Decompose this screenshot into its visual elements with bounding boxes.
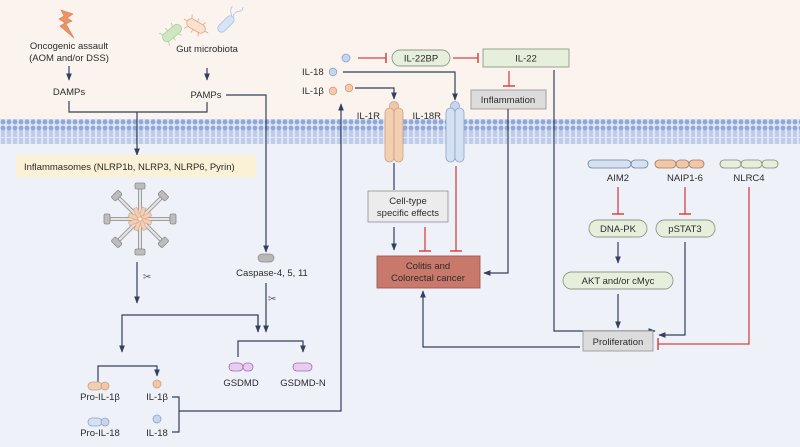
- gsdmd-label: GSDMD: [223, 378, 259, 389]
- pro-il18-label: Pro-IL-18: [80, 428, 120, 439]
- naip-icon: [654, 159, 705, 169]
- nlrc4-icon: [719, 159, 779, 169]
- arrow-proliferation-colitis: [420, 290, 580, 348]
- colitis-label-1: Colitis and: [406, 261, 450, 272]
- proliferation-label: Proliferation: [593, 337, 644, 348]
- oncogenic-assault-sublabel: (AOM and/or DSS): [29, 53, 109, 64]
- il18r-receptor-icon: [445, 101, 465, 163]
- cell-type-label-2: specific effects: [377, 208, 439, 219]
- green-bacterium-icon: [159, 22, 182, 46]
- il1r-label: IL-1R: [357, 111, 380, 122]
- arrow-pstat3-proliferation: [658, 242, 686, 338]
- nlrc4-label: NLRC4: [733, 173, 764, 184]
- gsdmd-icon: [228, 362, 254, 372]
- aim2-label: AIM2: [607, 173, 629, 184]
- inflammasome-complex-icon: [103, 182, 177, 256]
- dnapk-label: DNA-PK: [600, 224, 637, 235]
- il1b-ligand-icon: [328, 86, 338, 96]
- il22-label: IL-22: [515, 54, 537, 65]
- il22bp-label: IL-22BP: [404, 54, 438, 65]
- orange-bacterium-icon: [183, 14, 209, 37]
- pstat3-node: [655, 219, 716, 238]
- cell-type-label-1: Cell-type: [389, 196, 427, 207]
- colitis-crc-node: [376, 255, 481, 289]
- naip-label: NAIP1-6: [667, 173, 703, 184]
- gsdmd-n-icon: [292, 362, 313, 372]
- inflammation-label: Inflammation: [481, 95, 535, 106]
- caspase-label: Caspase-4, 5, 11: [236, 268, 308, 279]
- pro-il1b-icon: [87, 381, 110, 391]
- il1b-icon: [152, 379, 162, 389]
- damps-label: DAMPs: [53, 87, 85, 98]
- il1r-receptor-icon: [384, 101, 404, 163]
- colitis-label-2: Colorectal cancer: [391, 273, 465, 284]
- scissors-icon: ✂: [143, 272, 151, 283]
- il18r-label: IL-18R: [412, 111, 441, 122]
- pro-il1b-label: Pro-IL-1β: [80, 392, 120, 403]
- gsdmd-n-label: GSDMD-N: [280, 378, 326, 389]
- il18-ligand-icon: [328, 67, 338, 77]
- il1b-ligand-icon-2: [344, 83, 354, 93]
- inflammasome-band: [16, 155, 256, 177]
- gut-microbiota-label: Gut microbiota: [176, 44, 238, 55]
- il1b-ligand-label: IL-1β: [302, 86, 324, 97]
- pro-il18-icon: [87, 417, 110, 427]
- il22bp-node: [391, 49, 451, 67]
- akt-cmyc-node: [562, 271, 674, 290]
- inhibit-nlrc4-proliferation: [658, 187, 750, 345]
- il22bp-ligand-icon: [341, 53, 351, 63]
- caspase-icon: [257, 253, 275, 263]
- blue-bacterium-icon: [217, 6, 244, 33]
- akt-cmyc-label: AKT and/or cMyc: [582, 276, 655, 287]
- aim2-icon: [587, 159, 649, 169]
- connector-damps-pamps: [68, 101, 208, 113]
- pamps-label: PAMPs: [191, 90, 222, 101]
- pstat3-label: pSTAT3: [668, 224, 701, 235]
- intracellular-space: [0, 143, 800, 447]
- bracket-mature-ils: [172, 396, 180, 433]
- scissors-icon-2: ✂: [268, 294, 276, 305]
- dnapk-node: [588, 219, 648, 238]
- arrow-secretion-ils: [179, 103, 344, 412]
- arrow-pamps-caspase: [226, 94, 269, 253]
- il1b-label: IL-1β: [146, 392, 168, 403]
- arrow-gsdmd-cleavage: [237, 340, 306, 357]
- il18-icon: [152, 414, 162, 424]
- cell-type-effects-node: [367, 190, 449, 223]
- proliferation-node: [582, 330, 654, 352]
- arrow-il18-il18r: [343, 71, 458, 101]
- il22-node: [482, 48, 570, 68]
- il18-ligand-label: IL-18: [302, 67, 324, 78]
- arrow-il1b-il1r: [355, 87, 397, 100]
- il18-label: IL-18: [146, 428, 168, 439]
- oncogenic-assault-label: Oncogenic assault: [30, 41, 109, 52]
- lightning-icon: [58, 9, 75, 39]
- inflammasomes-label: Inflammasomes (NLRP1b, NLRP3, NLRP6, Pyr…: [24, 162, 235, 173]
- arrow-pro-to-mature: [97, 365, 160, 382]
- arrow-inflammation-colitis: [483, 109, 509, 276]
